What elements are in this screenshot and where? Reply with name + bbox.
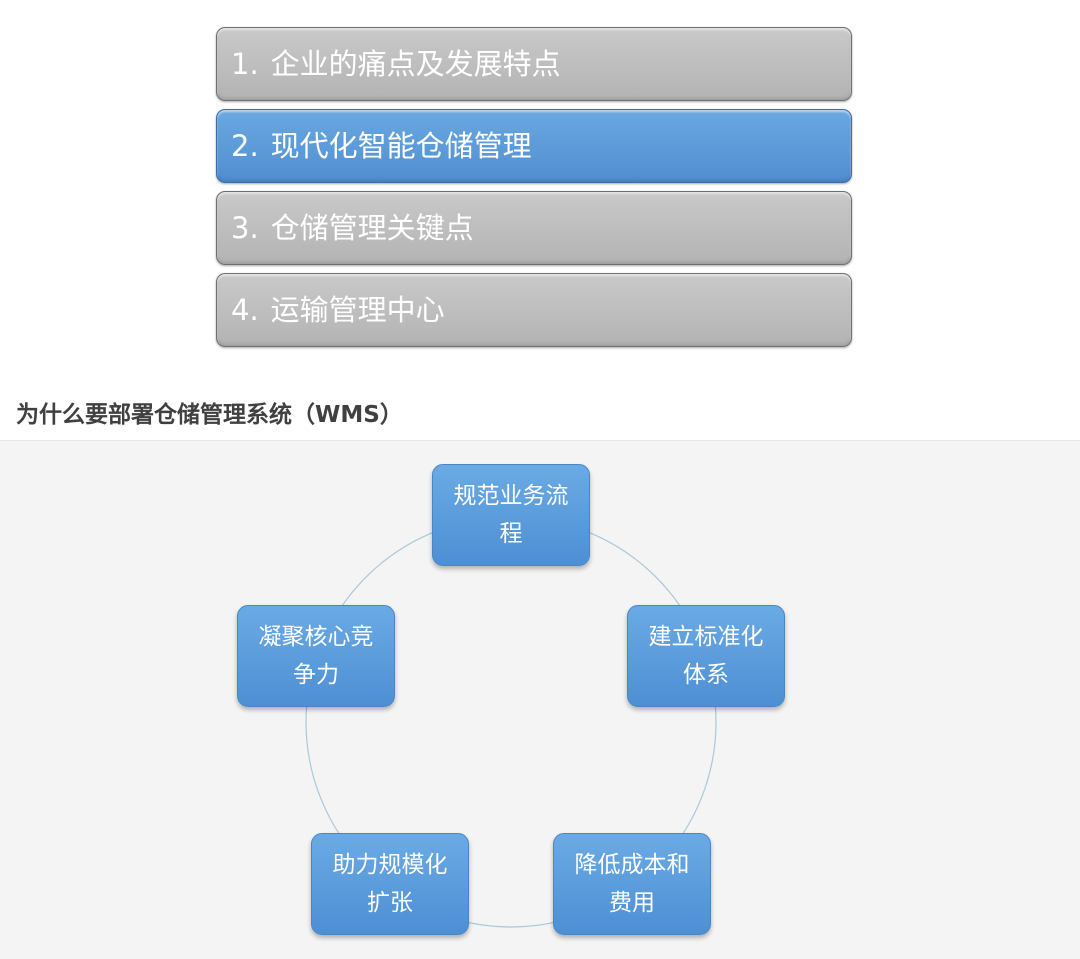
cycle-node-scale-expansion: 助力规模化扩张 xyxy=(311,833,469,935)
agenda-item-number: 4. xyxy=(231,293,259,327)
cycle-node-core-competitiveness: 凝聚核心竞争力 xyxy=(237,605,395,707)
agenda-item-1[interactable]: 1. 企业的痛点及发展特点 xyxy=(216,27,852,101)
agenda-item-2[interactable]: 2. 现代化智能仓储管理 xyxy=(216,109,852,183)
cycle-node-label: 降低成本和费用 xyxy=(574,852,690,916)
agenda-item-label: 运输管理中心 xyxy=(270,293,445,327)
agenda-item-label: 仓储管理关键点 xyxy=(270,211,474,245)
agenda-item-3[interactable]: 3. 仓储管理关键点 xyxy=(216,191,852,265)
agenda-item-label: 企业的痛点及发展特点 xyxy=(270,47,561,81)
agenda-item-number: 3. xyxy=(231,211,259,245)
agenda-item-number: 1. xyxy=(231,47,259,81)
cycle-node-label: 建立标准化体系 xyxy=(648,624,764,688)
cycle-node-label: 助力规模化扩张 xyxy=(332,852,448,916)
agenda-item-label: 现代化智能仓储管理 xyxy=(270,129,532,163)
cycle-node-label: 规范业务流程 xyxy=(453,483,569,547)
cycle-node-label: 凝聚核心竞争力 xyxy=(258,624,374,688)
section-title: 为什么要部署仓储管理系统（WMS） xyxy=(16,402,403,428)
cycle-node-standardize-process: 规范业务流程 xyxy=(432,464,590,566)
cycle-node-reduce-cost: 降低成本和费用 xyxy=(553,833,711,935)
agenda-item-number: 2. xyxy=(231,129,259,163)
cycle-node-standard-system: 建立标准化体系 xyxy=(627,605,785,707)
agenda-item-4[interactable]: 4. 运输管理中心 xyxy=(216,273,852,347)
